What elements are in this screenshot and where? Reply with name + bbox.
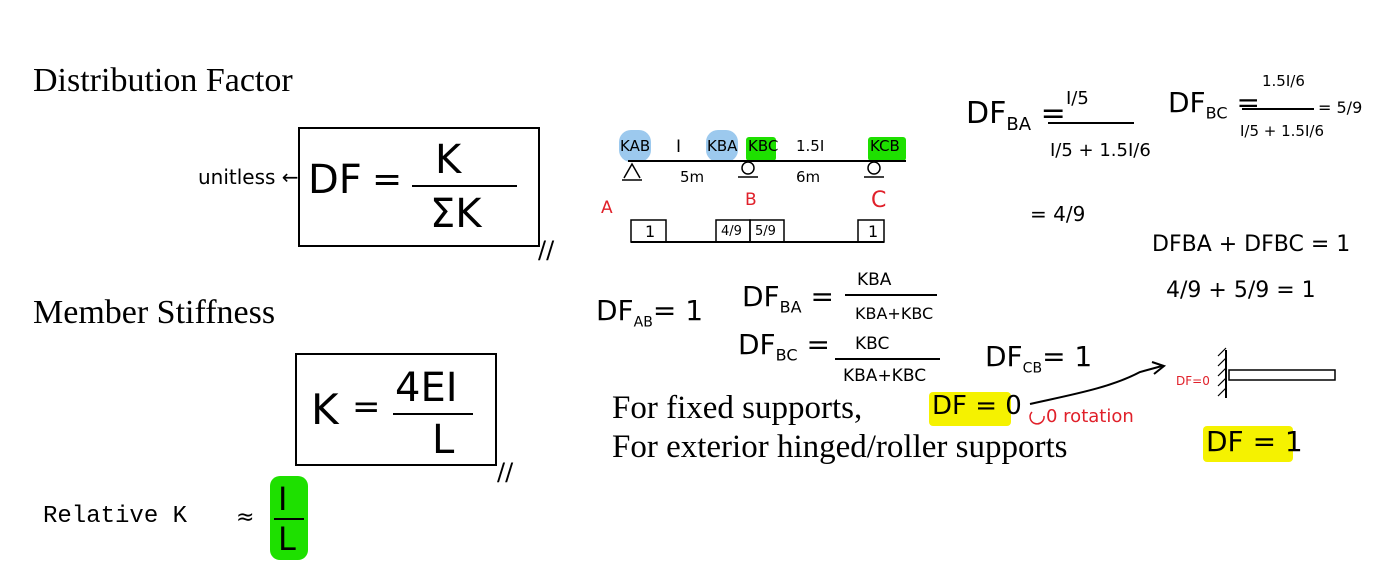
- df-ba-numeric-line: [1048, 122, 1134, 124]
- hinged-df-highlight: [1203, 426, 1293, 462]
- df-ba-calc-den: KBA+KBC: [855, 304, 934, 323]
- relative-k-label: Relative K: [43, 503, 188, 530]
- df-formula-denominator: ΣK: [430, 191, 482, 237]
- df-formula-numerator: K: [435, 137, 462, 183]
- k-formula-numerator: 4EI: [395, 365, 458, 411]
- fixed-df-value: DF = 0: [932, 391, 1022, 421]
- df-bc-numeric-result: = 5/9: [1318, 98, 1363, 117]
- df-box-mark: //: [538, 236, 555, 264]
- zero-rotation-note: 0 rotation: [1046, 406, 1134, 427]
- beam-label-kba: KBA: [707, 137, 738, 155]
- df-bc-numeric-lhs: DFBC =: [1168, 86, 1260, 123]
- k-formula-box: K = 4EI L: [295, 353, 497, 466]
- fixed-supports-text: For fixed supports,: [612, 390, 863, 426]
- k-formula-fraction-line: [393, 413, 473, 415]
- span-bc-length: 6m: [796, 168, 821, 186]
- df-cell-c: 1: [868, 222, 879, 241]
- k-box-mark: //: [497, 458, 514, 486]
- df-bc-calc-num: KBC: [855, 334, 890, 354]
- beam-label-kab: KAB: [620, 137, 651, 155]
- beam-label-kcb: KCB: [870, 137, 900, 155]
- df-ba-numeric-num: I/5: [1066, 88, 1089, 109]
- df-bc-calc-line: [835, 358, 940, 360]
- joint-a-label: A: [601, 198, 613, 218]
- df-ba-calc-line: [845, 294, 937, 296]
- df-cell-a: 1: [645, 222, 656, 241]
- df-sum-check: 4/9 + 5/9 = 1: [1166, 278, 1316, 303]
- beam-label-1-5i: 1.5I: [796, 137, 825, 155]
- wall-df-label: DF=0: [1176, 374, 1210, 388]
- joint-b-label: B: [745, 190, 757, 210]
- fixed-df-highlight: [929, 392, 1011, 426]
- df-cell-ba: 4/9: [721, 224, 742, 239]
- df-formula-eq: =: [372, 159, 403, 200]
- df-bc-calc-lhs: DFBC =: [738, 328, 830, 365]
- distribution-factor-heading: Distribution Factor: [33, 62, 293, 99]
- df-formula-box: DF = K ΣK: [298, 127, 540, 247]
- unitless-note: unitless ←: [198, 165, 299, 189]
- df-ba-numeric-result: = 4/9: [1030, 202, 1086, 226]
- k-formula-lhs: K: [311, 385, 339, 434]
- kbc-highlight: [746, 137, 776, 161]
- kab-highlight: [619, 130, 651, 162]
- df-formula-lhs: DF: [308, 157, 362, 203]
- df-ba-numeric-den: I/5 + 1.5I/6: [1050, 140, 1151, 161]
- df-bc-calc-den: KBA+KBC: [843, 366, 927, 386]
- relative-k-fraction-line: [274, 518, 304, 520]
- relative-k-numerator: I: [278, 480, 288, 518]
- span-ab-length: 5m: [680, 168, 705, 186]
- df-ba-numeric-lhs: DFBA =: [966, 96, 1066, 135]
- df-bc-numeric-den: I/5 + 1.5I/6: [1240, 122, 1325, 140]
- df-sum-line: DFBA + DFBC = 1: [1152, 232, 1351, 257]
- df-ba-calc-num: KBA: [857, 270, 892, 290]
- df-ba-calc-lhs: DFBA =: [742, 280, 834, 317]
- df-cell-bc: 5/9: [755, 224, 776, 239]
- k-formula-eq: =: [352, 387, 381, 427]
- df-formula-fraction-line: [412, 185, 517, 187]
- df-cb-calc: DFCB= 1: [985, 340, 1093, 377]
- kba-highlight: [706, 130, 738, 162]
- beam-label-i: I: [676, 137, 682, 157]
- joint-c-label: C: [871, 188, 887, 213]
- beam-label-kbc: KBC: [748, 137, 779, 155]
- k-formula-denominator: L: [432, 417, 455, 463]
- relative-k-denominator: L: [278, 520, 296, 558]
- hinged-df-value: DF = 1: [1206, 425, 1303, 458]
- hinged-supports-text: For exterior hinged/roller supports: [612, 429, 1068, 465]
- df-bc-numeric-num: 1.5I/6: [1262, 72, 1305, 90]
- relative-k-approx: ≈: [236, 505, 255, 530]
- df-ab-calc: DFAB= 1: [596, 294, 704, 331]
- kcb-highlight: [868, 137, 906, 161]
- df-bc-numeric-line: [1242, 108, 1314, 110]
- member-stiffness-heading: Member Stiffness: [33, 294, 276, 331]
